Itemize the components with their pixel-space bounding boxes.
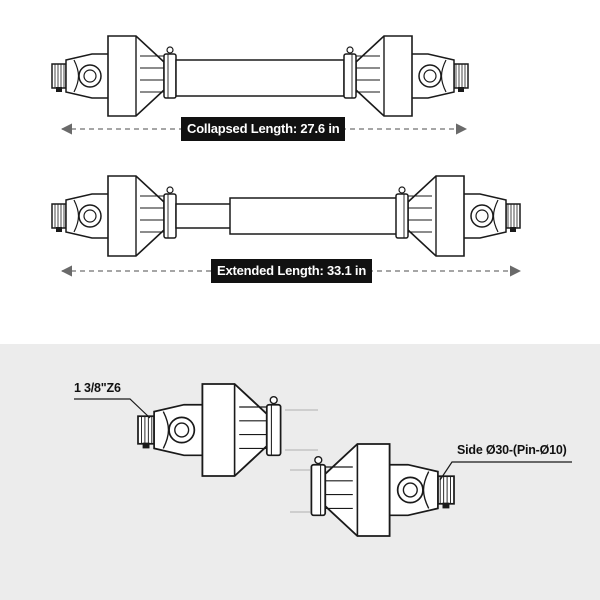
extended-outer-tube (229, 197, 399, 235)
extended-left-end (51, 175, 177, 257)
collapsed-right-end (343, 35, 469, 117)
side-spec-label: Side Ø30-(Pin-Ø10) (457, 443, 567, 457)
spline-leader-line (74, 398, 151, 419)
extended-inner-tube (175, 203, 233, 229)
collapsed-shaft (51, 35, 469, 117)
detail-panel-background (0, 344, 600, 600)
extended-length-label: Extended Length: 33.1 in (211, 259, 373, 283)
collapsed-left-end (51, 35, 177, 117)
extended-shaft (51, 175, 521, 257)
spline-spec-label: 1 3/8"Z6 (74, 381, 121, 395)
extended-right-end (395, 175, 521, 257)
collapsed-length-label: Collapsed Length: 27.6 in (181, 117, 346, 141)
side-leader-line (439, 461, 572, 481)
collapsed-tube (175, 59, 345, 97)
